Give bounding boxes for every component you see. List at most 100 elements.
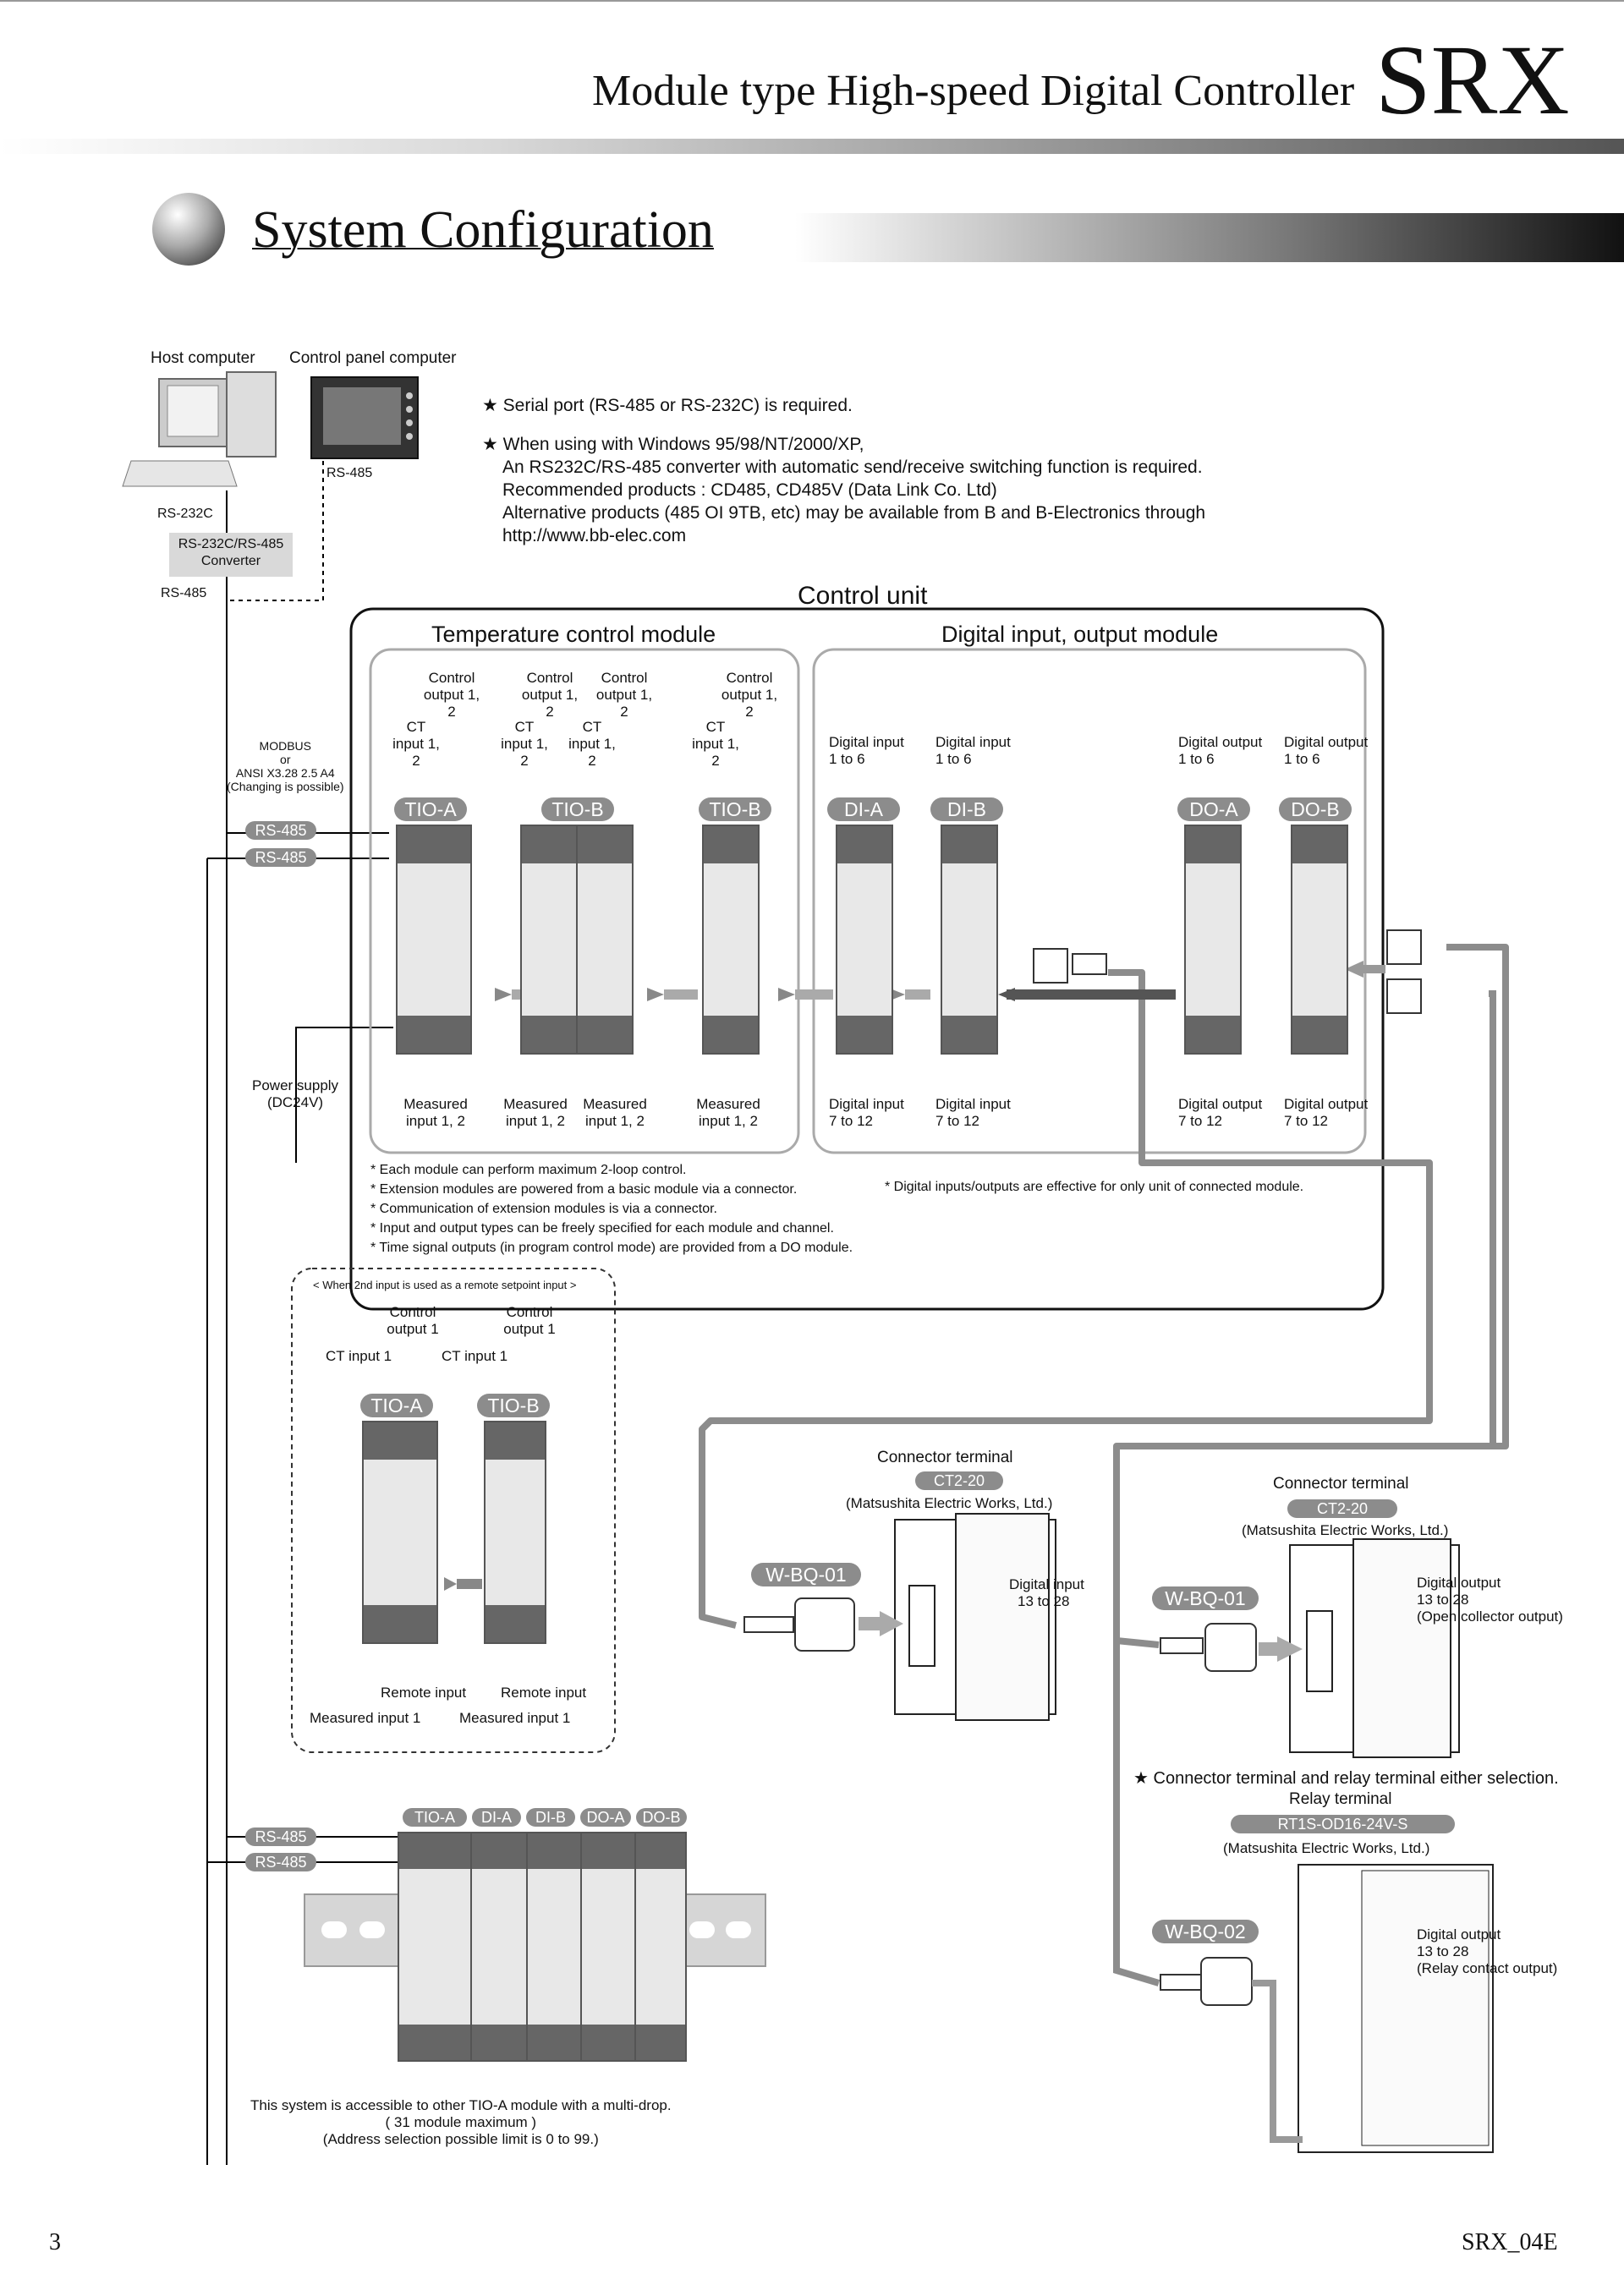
relay-maker: (Matsushita Electric Works, Ltd.) [1223,1840,1430,1856]
dio-note: * Digital inputs/outputs are effective f… [885,1180,1304,1194]
panel-computer-label: Control panel computer [289,349,457,367]
ct-input-label: CT input 1, 2 [568,719,616,769]
remote-control-output-b: Control output 1 [503,1304,556,1337]
connector-left-model: CT2-20 [915,1471,1003,1490]
converter-label-line1: RS-232C/RS-485 [178,537,284,551]
remote-module-body-a [362,1421,438,1644]
connector-left-cable: W-BQ-01 [751,1563,861,1586]
section-bullet-icon [152,193,225,266]
ct-input-label: CT input 1, 2 [392,719,440,769]
windows-note-line1: When using with Windows 95/98/NT/2000/XP… [502,435,864,454]
module-tag-di-a: DI-A [827,797,900,821]
digital-output-top-a: Digital output 1 to 6 [1178,734,1263,767]
connector-terminal-left [894,1513,1056,1721]
module-tag-tio-a: TIO-A [394,797,467,821]
control-output-label: Control output 1, 2 [521,670,579,720]
multidrop-tag-di-b: DI-B [526,1808,575,1827]
digital-input-top-a: Digital input 1 to 6 [829,734,904,767]
remote-ct-input-b: CT input 1 [442,1348,508,1364]
multidrop-rs485-a: RS-485 [245,1827,316,1846]
module-body-do-b [1291,825,1348,1055]
module-body-di-a [836,825,893,1055]
windows-note-line2: An RS232C/RS-485 converter with automati… [502,458,1203,477]
multidrop-tag-do-b: DO-B [636,1808,687,1827]
multidrop-note: This system is accessible to other TIO-A… [250,2097,672,2147]
page-number: 3 [49,2229,61,2255]
remote-input-b: Remote input [501,1685,587,1701]
module-tag-di-b: DI-B [930,797,1003,821]
ct-input-label: CT input 1, 2 [501,719,548,769]
digital-output-bottom-b: Digital output 7 to 12 [1284,1096,1369,1129]
digital-output-bottom-a: Digital output 7 to 12 [1178,1096,1263,1129]
connector-left-maker: (Matsushita Electric Works, Ltd.) [846,1495,1053,1511]
rs485-tag-b: RS-485 [245,848,316,867]
connector-right-title: Connector terminal [1273,1475,1409,1493]
control-output-label: Control output 1, 2 [595,670,653,720]
remote-measured-input-a: Measured input 1 [310,1710,421,1726]
multidrop-rs485-b: RS-485 [245,1853,316,1871]
panel-computer-icon [310,376,419,459]
connector-left-io: Digital input 13 to 28 [1009,1576,1084,1609]
module-body-tio-b-2 [702,825,760,1055]
multidrop-tag-di-a: DI-A [472,1808,521,1827]
remote-title: < When 2nd input is used as a remote set… [313,1279,577,1291]
module-body-tio-b [520,825,578,1055]
module-body-tio-a [396,825,472,1055]
serial-port-note: ★ Serial port (RS-485 or RS-232C) is req… [482,396,853,415]
control-output-label: Control output 1, 2 [721,670,778,720]
control-output-label: Control output 1, 2 [423,670,480,720]
rs485-panel-label: RS-485 [326,466,373,480]
connector-terminal-right [1289,1538,1460,1758]
host-computer-label: Host computer [151,349,255,367]
header-title: Module type High-speed Digital Controlle… [592,67,1355,115]
remote-control-output-a: Control output 1 [387,1304,439,1337]
connector-right-maker: (Matsushita Electric Works, Ltd.) [1242,1522,1449,1538]
digital-input-top-b: Digital input 1 to 6 [935,734,1011,767]
digital-output-top-b: Digital output 1 to 6 [1284,734,1369,767]
module-tag-do-b: DO-B [1279,797,1352,821]
windows-note-line4: Alternative products (485 OI 9TB, etc) m… [502,503,1206,523]
digital-input-bottom-b: Digital input 7 to 12 [935,1096,1011,1129]
measured-input-label: Measured input 1, 2 [696,1096,760,1129]
dio-module-title: Digital input, output module [941,622,1219,647]
windows-note: ★ When using with Windows 95/98/NT/2000/… [482,435,1206,545]
module-tag-tio-b: TIO-B [541,797,614,821]
control-unit-title: Control unit [798,582,928,610]
doc-code: SRX_04E [1462,2229,1558,2255]
measured-input-label: Measured input 1, 2 [403,1096,468,1129]
measured-input-label: Measured input 1, 2 [583,1096,647,1129]
connector-left-title: Connector terminal [877,1449,1013,1466]
rs485-host-label: RS-485 [161,586,207,600]
converter-box: RS-232C/RS-485 Converter [169,533,293,577]
relay-title: Relay terminal [1289,1790,1392,1808]
bb-elec-link[interactable]: http://www.bb-elec.com [502,526,687,545]
remote-measured-input-b: Measured input 1 [459,1710,571,1726]
section-title: System Configuration [252,201,714,259]
modbus-label: MODBUS or ANSI X3.28 2.5 A4 (Changing is… [227,739,344,793]
remote-module-body-b [484,1421,546,1644]
rs232c-label: RS-232C [157,507,213,521]
measured-input-label: Measured input 1, 2 [503,1096,568,1129]
header-brand: SRX [1375,25,1570,135]
host-computer-icon [122,371,277,487]
connector-right-model: CT2-20 [1287,1499,1397,1518]
relay-terminal [1298,1864,1494,2153]
remote-ct-input-a: CT input 1 [326,1348,392,1364]
connector-right-io: Digital output 13 to 28 (Open collector … [1417,1575,1563,1625]
remote-module-tag-tio-a: TIO-A [360,1394,433,1417]
rs485-tag-a: RS-485 [245,821,316,840]
control-unit-notes: * Each module can perform maximum 2-loop… [370,1163,853,1255]
windows-note-line3: Recommended products : CD485, CD485V (Da… [502,480,997,500]
converter-label-line2: Converter [200,554,261,568]
remote-input-a: Remote input [381,1685,467,1701]
relay-io: Digital output 13 to 28 (Relay contact o… [1417,1926,1558,1976]
module-body-tio-b [576,825,634,1055]
relay-cable: W-BQ-02 [1152,1920,1259,1943]
module-tag-tio-b: TIO-B [699,797,771,821]
section-title-bar [795,213,1624,262]
temp-module-title: Temperature control module [431,622,716,647]
multidrop-module-stack [398,1832,687,2062]
module-body-do-a [1184,825,1242,1055]
power-supply-label: Power supply (DC24V) [252,1077,339,1110]
